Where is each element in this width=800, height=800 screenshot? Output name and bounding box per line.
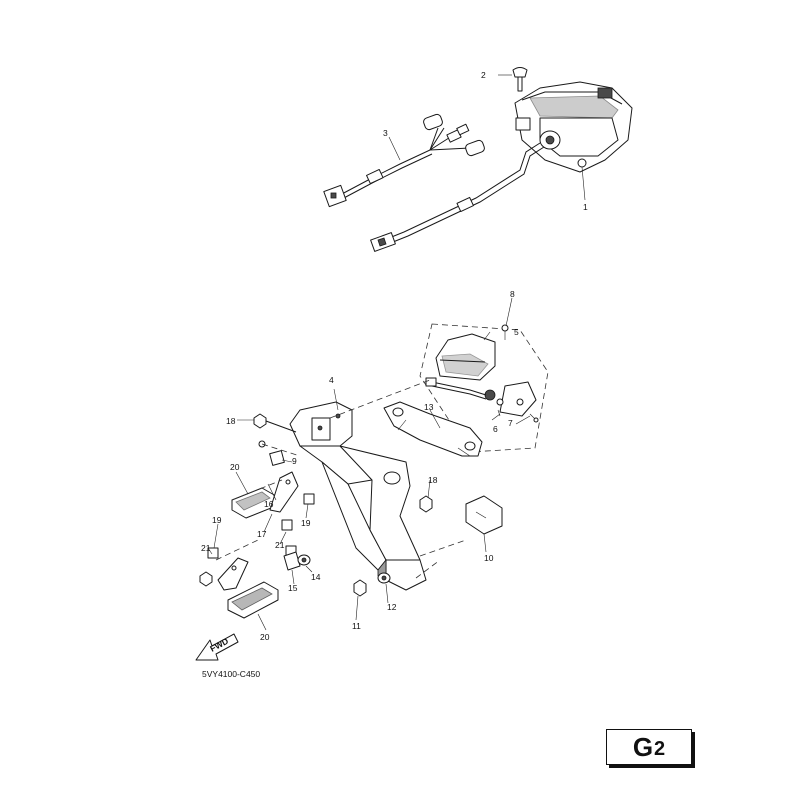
- callout-10: 10: [484, 553, 494, 563]
- reflector-bracket-upper: [269, 471, 299, 513]
- callout-leaders: [207, 74, 586, 631]
- side-reflector-lower: [227, 581, 279, 619]
- callout-20-upper: 20: [230, 462, 240, 472]
- assembly-lines: [215, 379, 467, 579]
- callout-8: 8: [510, 289, 515, 299]
- callout-18-upper: 18: [226, 416, 236, 426]
- callout-7: 7: [508, 418, 513, 428]
- screw-part-2: [512, 67, 528, 92]
- page-number: 2: [654, 738, 666, 760]
- hardware-fasteners: [199, 413, 433, 597]
- license-plate-stay: [383, 401, 483, 457]
- callout-19-right: 19: [301, 518, 311, 528]
- rear-reflector: [465, 495, 503, 535]
- callout-15: 15: [288, 583, 298, 593]
- callout-6: 6: [493, 424, 498, 434]
- callout-2: 2: [481, 70, 486, 80]
- part-code: 5VY4100-C450: [202, 669, 260, 679]
- reflector-bracket-lower: [217, 557, 249, 591]
- tail-light-assembly: [514, 81, 633, 173]
- callout-20-lower: 20: [260, 632, 270, 642]
- license-plate-bracket: [289, 401, 427, 591]
- callout-11: 11: [352, 621, 361, 631]
- callout-4: 4: [329, 375, 334, 385]
- callout-17: 17: [257, 529, 267, 539]
- callout-18-lower: 18: [428, 475, 438, 485]
- callout-3: 3: [383, 128, 388, 138]
- callout-14: 14: [311, 572, 321, 582]
- screw-part-8: [501, 324, 509, 340]
- callout-21-right: 21: [275, 540, 285, 550]
- tail-light-cable: [370, 142, 545, 252]
- callout-13: 13: [424, 402, 434, 412]
- callout-16: 16: [264, 499, 274, 509]
- license-light-group: [419, 323, 549, 453]
- callout-19-left: 19: [212, 515, 222, 525]
- fwd-arrow-icon: FWD: [195, 633, 239, 661]
- page-letter: G: [632, 731, 654, 762]
- callout-labels: 2 3 1 8 5 4 13 18 7 6 9 20 18 16 19 19 1…: [201, 70, 588, 642]
- page-badge: G 2: [606, 729, 692, 765]
- callout-12: 12: [387, 602, 397, 612]
- callout-5: 5: [514, 327, 519, 337]
- wire-harness: [323, 113, 485, 208]
- callout-9: 9: [292, 456, 297, 466]
- callout-1: 1: [583, 202, 588, 212]
- callout-21-left: 21: [201, 543, 211, 553]
